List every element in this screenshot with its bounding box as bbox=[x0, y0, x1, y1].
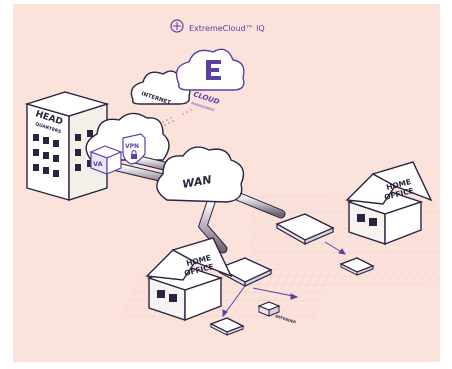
vpn-label: VPN bbox=[125, 143, 139, 150]
wan-label: WAN bbox=[181, 173, 212, 191]
defender-device-icon: DEFENDER bbox=[257, 301, 297, 325]
access-point-left-icon bbox=[209, 317, 245, 336]
wan-cloud: WAN bbox=[156, 146, 245, 203]
dotted-link bbox=[162, 109, 192, 126]
router-right-icon bbox=[275, 213, 335, 246]
diagram-canvas: ExtremeCloud™ IQ INTERNET CLOUD MANAGEME… bbox=[13, 4, 440, 362]
home-office-left: HOME OFFICE bbox=[145, 237, 233, 322]
access-point-right-icon bbox=[339, 257, 375, 276]
va-label: VA bbox=[93, 160, 103, 168]
brand-header: ExtremeCloud™ IQ bbox=[170, 19, 265, 33]
cloud-sub-label: MANAGEMENT bbox=[191, 101, 216, 113]
vpn-shield-icon: VPN bbox=[122, 133, 146, 165]
extreme-logo-icon bbox=[206, 60, 221, 80]
connection-arrows bbox=[222, 241, 346, 318]
home-office-right: HOME OFFICE bbox=[345, 161, 433, 246]
virtual-appliance-icon: VA bbox=[89, 145, 123, 175]
lock-icon bbox=[131, 150, 137, 159]
internet-cloud-icon: INTERNET bbox=[130, 70, 191, 106]
extreme-e-logo-icon bbox=[170, 19, 184, 33]
brand-name: ExtremeCloud™ IQ bbox=[189, 24, 265, 33]
defender-label: DEFENDER bbox=[275, 314, 297, 325]
cloud-management-icon: CLOUD MANAGEMENT bbox=[175, 48, 245, 113]
